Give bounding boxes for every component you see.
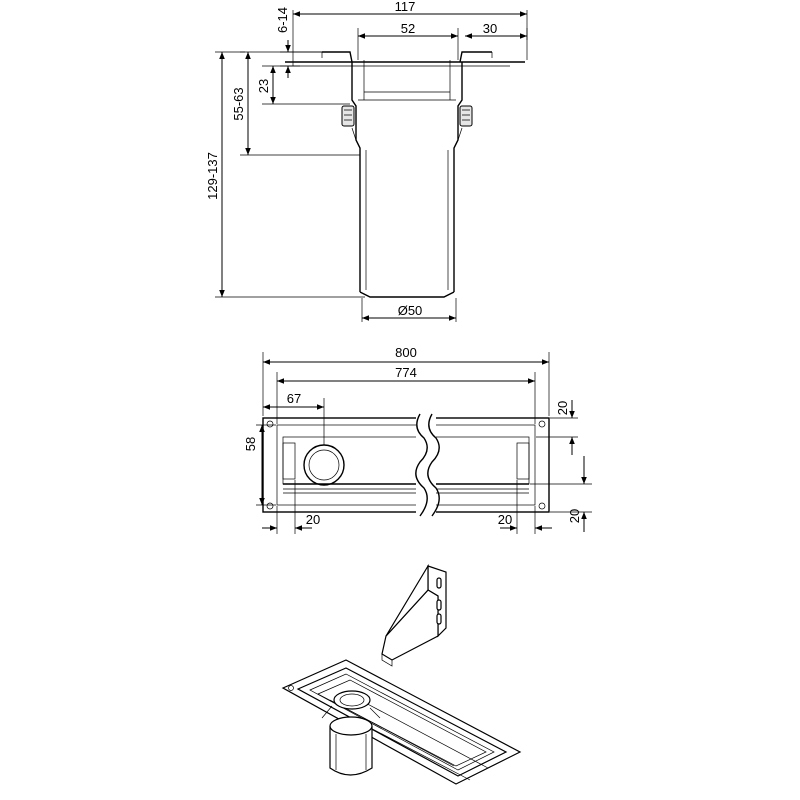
plan-view: 800 774 67 58 20 20 20 (243, 345, 592, 534)
drain-channel (281, 659, 522, 785)
section-view: 117 52 30 6-14 23 55-63 129-137 (205, 0, 528, 322)
outlet-pipe (321, 705, 381, 776)
dim-800-label: 800 (395, 345, 417, 360)
dim-55-63-label: 55-63 (231, 87, 246, 120)
break-line (415, 413, 428, 517)
screw-hole (266, 420, 274, 428)
gasket-right (459, 105, 473, 127)
dim-774-label: 774 (395, 365, 417, 380)
dim-20-right-bottom-label: 20 (567, 509, 582, 523)
break-line (427, 413, 440, 517)
dim-117-label: 117 (395, 0, 416, 14)
outlet-circle (303, 444, 345, 486)
screw-hole (538, 502, 546, 510)
dim-58-label: 58 (243, 437, 258, 451)
drain-flange (285, 51, 525, 67)
mounting-bracket (381, 563, 447, 667)
gasket-left (341, 105, 355, 127)
dim-6-14-label: 6-14 (275, 7, 290, 33)
screw-hole (538, 420, 546, 428)
drain-body (351, 60, 463, 298)
dim-20-right-top-label: 20 (555, 401, 570, 415)
channel-flange-outline (262, 417, 550, 513)
dim-67-label: 67 (287, 391, 301, 406)
dim-52-label: 52 (401, 21, 415, 36)
dim-129-137-label: 129-137 (205, 152, 220, 200)
screw-hole (266, 502, 274, 510)
dim-20-bottom-left-label: 20 (306, 512, 320, 527)
isometric-view (281, 563, 522, 785)
dim-diameter-label: Ø50 (398, 303, 423, 318)
dim-20-bottom-right-label: 20 (498, 512, 512, 527)
dim-23-label: 23 (256, 79, 271, 93)
dim-30-label: 30 (483, 21, 497, 36)
